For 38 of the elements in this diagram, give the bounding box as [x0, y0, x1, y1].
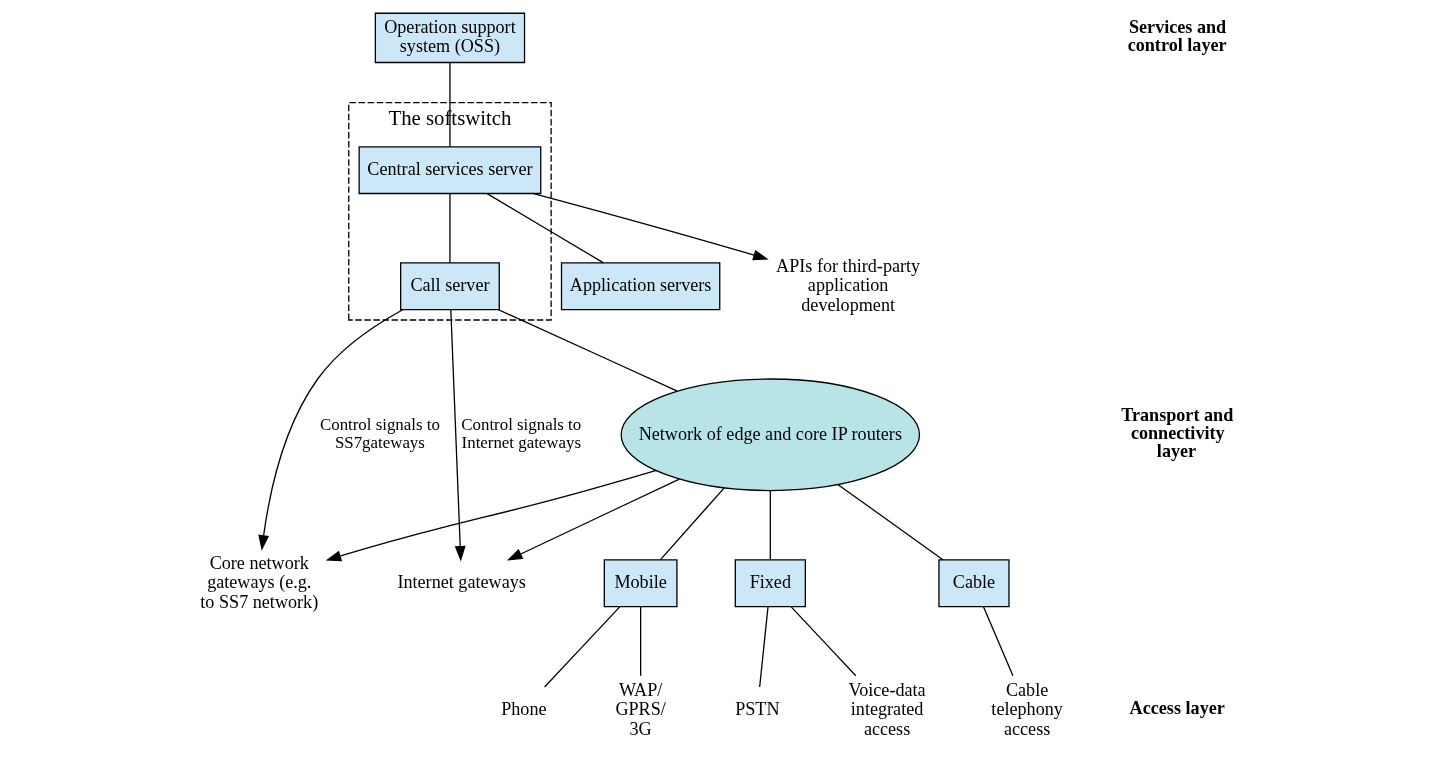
- node-text: APIs for third-party application development: [775, 255, 920, 315]
- node-box: Application servers: [560, 262, 720, 311]
- node-box: Central services server: [358, 146, 541, 195]
- label: Services and control layer: [1127, 16, 1227, 56]
- node-text: Cable telephony access: [990, 679, 1063, 739]
- node-text: PSTN: [734, 699, 780, 720]
- node-text: Phone: [500, 699, 547, 720]
- label: Access layer: [1129, 697, 1225, 718]
- arrow: [449, 309, 466, 562]
- connector: [497, 309, 678, 392]
- connector: [659, 487, 725, 561]
- connector: [758, 606, 769, 688]
- connector: [790, 606, 856, 677]
- node-box: Mobile: [603, 559, 678, 608]
- arrow: [532, 192, 769, 261]
- connector: [837, 484, 944, 561]
- node-text: Core network gateways (e.g. to SS7 network): [199, 552, 318, 612]
- node-box: Fixed: [734, 559, 806, 608]
- arrow: [506, 478, 680, 561]
- label: Transport and connectivity layer: [1120, 404, 1233, 462]
- connector: [982, 606, 1014, 677]
- connector: [448, 62, 451, 148]
- arrow: [325, 469, 656, 562]
- node-text: Voice-data integrated access: [847, 679, 926, 739]
- node-box: Operation support system (OSS): [374, 12, 525, 64]
- node-box: Call server: [399, 262, 500, 311]
- edge-label: Control signals to Internet gateways: [460, 415, 581, 453]
- connector: [639, 606, 641, 677]
- node-box: Cable: [937, 559, 1010, 608]
- connector: [543, 606, 620, 688]
- edge-label: Control signals to SS7gateways: [319, 415, 440, 453]
- connector: [769, 490, 771, 561]
- node-text: Internet gateways: [396, 572, 526, 593]
- node-text: WAP/ GPRS/ 3G: [614, 679, 666, 739]
- node-ellipse: Network of edge and core IP routers: [620, 378, 920, 492]
- connector: [448, 193, 451, 264]
- connector: [486, 192, 604, 264]
- arrow: [257, 309, 403, 551]
